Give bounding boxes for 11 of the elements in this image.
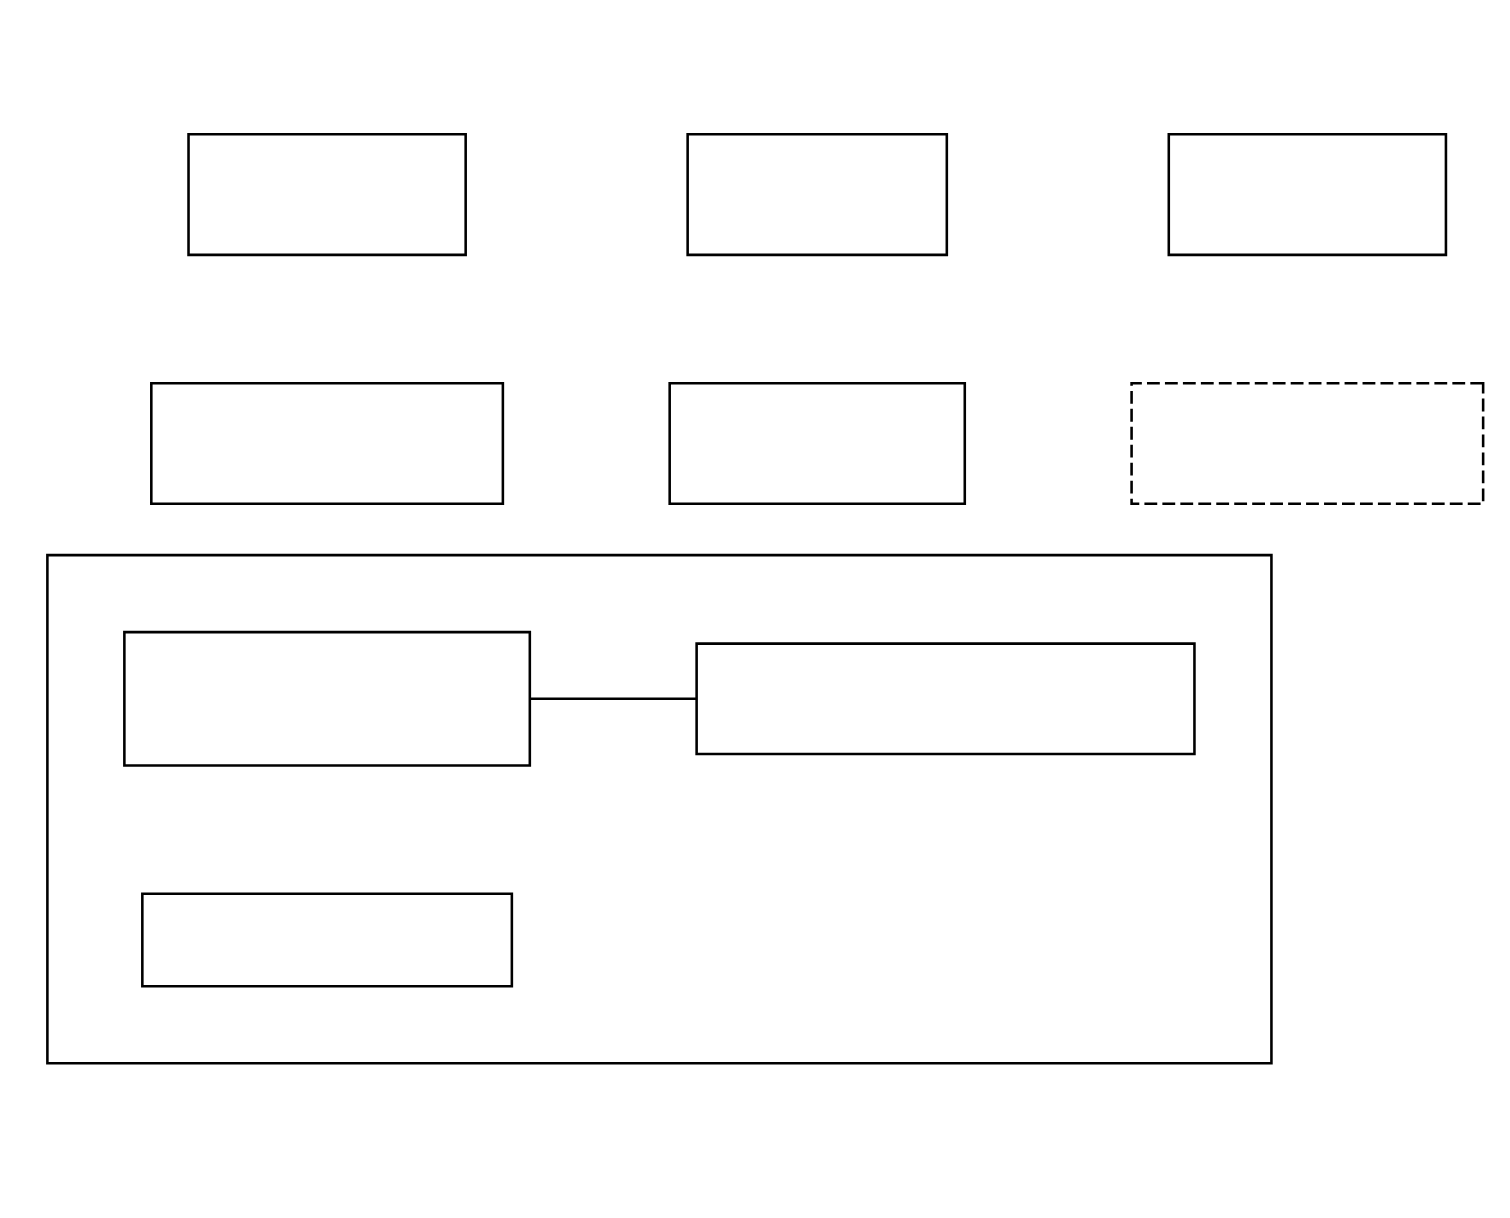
node-box bbox=[686, 132, 949, 257]
connector bbox=[530, 697, 697, 701]
node-box bbox=[1167, 132, 1448, 257]
cluster bbox=[46, 553, 1273, 1065]
node-box bbox=[123, 630, 532, 767]
node-box bbox=[150, 381, 505, 506]
node-box bbox=[187, 132, 467, 257]
node-box bbox=[668, 381, 967, 506]
node-box bbox=[695, 642, 1196, 756]
node-box bbox=[141, 892, 514, 988]
node-box bbox=[1130, 381, 1485, 506]
